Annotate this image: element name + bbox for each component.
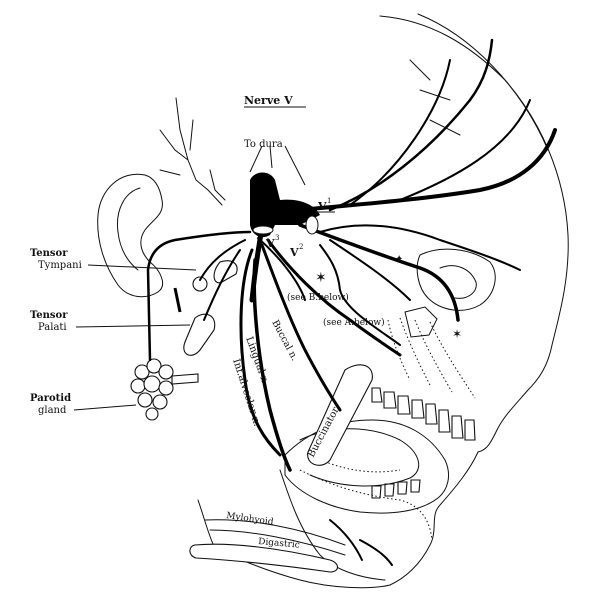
dental-plexus-4 (429, 321, 476, 399)
mylohyoid-muscle (204, 519, 346, 546)
v3-superscript: 3 (275, 234, 279, 242)
masseteric-branch (257, 237, 306, 301)
ophthalmic-nerve-v1 (298, 128, 557, 212)
v2-superscript: 2 (299, 243, 303, 251)
v2-ring (305, 215, 319, 235)
small-ganglion-star: ✦ (395, 254, 403, 265)
v3-ring (252, 225, 274, 235)
tensor-palati-leader (75, 324, 191, 328)
dental-plexus-2 (399, 317, 431, 386)
upper-teeth (371, 387, 476, 441)
v3-label: V (265, 237, 275, 250)
lingual-nerve (239, 248, 282, 457)
auriculotemporal-nerve (146, 230, 252, 362)
digastric-muscle (189, 543, 339, 573)
to-dura-arrow-3 (284, 145, 306, 186)
scalp-twigs (409, 59, 461, 136)
tensor-palati-nerve (203, 249, 241, 321)
meningeal-twig-1 (159, 129, 189, 161)
ear-outline (97, 173, 163, 298)
mylohyoid-nerve (329, 519, 363, 561)
parotid-label-1: Parotid (30, 393, 71, 404)
buccal-nerve (260, 243, 342, 412)
lower-teeth (371, 479, 421, 499)
tensor-palati-label-1: Tensor (30, 310, 68, 321)
pterygopalatine-ganglion-star: ✶ (315, 270, 327, 286)
parotid-gland (130, 358, 199, 421)
parotid-leader (73, 404, 137, 411)
see-a-label: (see A.below) (323, 317, 385, 328)
eyeball-contour (439, 265, 477, 299)
meningeal-twig-4 (209, 169, 226, 201)
deep-temporal-branch (266, 238, 402, 357)
mental-nerve (359, 539, 393, 566)
to-dura-label: To dura (244, 139, 283, 150)
tensor-palati-muscle (183, 313, 216, 356)
tensor-tympani-label-2: Tympani (38, 260, 82, 271)
mylohyoid-edge (197, 499, 216, 549)
buccal-n-label: Buccal n. (269, 318, 300, 363)
forehead-contour (417, 13, 549, 151)
chin-outline (299, 451, 479, 589)
posterior-superior-alveolar (319, 244, 401, 346)
buccinator-muscle (307, 364, 373, 466)
hamulus (173, 287, 182, 313)
meningeal-twig-3 (159, 169, 181, 176)
to-dura-arrow-2 (269, 145, 273, 169)
diagram-title: Nerve V (244, 94, 293, 107)
dental-plexus-3 (414, 319, 453, 393)
skull-outline (379, 15, 569, 453)
ear-helix (116, 187, 141, 271)
maxillary-sinus (404, 306, 438, 338)
tensor-tympani-drum (192, 276, 208, 292)
zygomatic-branch (319, 224, 521, 271)
v1-label: V (317, 200, 327, 213)
tensor-tympani-muscle (213, 260, 238, 284)
see-b-label: (see B.below) (287, 292, 349, 303)
parotid-label-2: gland (38, 405, 67, 416)
supraorbital-branch (349, 59, 451, 206)
tensor-tympani-nerve (199, 239, 246, 281)
tensor-tympani-leader (87, 264, 197, 271)
v2-label: V (289, 246, 299, 259)
v1-superscript: 1 (327, 197, 331, 205)
tensor-palati-label-2: Palati (38, 322, 67, 333)
to-dura-arrow-1 (249, 145, 263, 173)
frontal-branch (328, 38, 494, 212)
tensor-tympani-label-1: Tensor (30, 248, 68, 259)
meningeal-branch (175, 97, 223, 206)
digastric-label: Digastric (258, 537, 300, 551)
orbit-outline (416, 248, 496, 311)
infraorbital-branch (329, 239, 411, 301)
mylohyoid-label: Mylohyoid (226, 511, 275, 528)
supratrochlear-branch (399, 99, 531, 201)
meningeal-twig-2 (189, 119, 194, 151)
mandible-lower (279, 469, 386, 581)
mylohyoid-muscle-lower (209, 529, 346, 556)
ciliary-ganglion-star: ✶ (452, 327, 462, 341)
inferior-alveolar-nerve (252, 258, 292, 472)
maxillary-nerve-v2 (298, 223, 460, 322)
trigeminal-ganglion (250, 172, 320, 238)
mandible-body (284, 419, 449, 514)
